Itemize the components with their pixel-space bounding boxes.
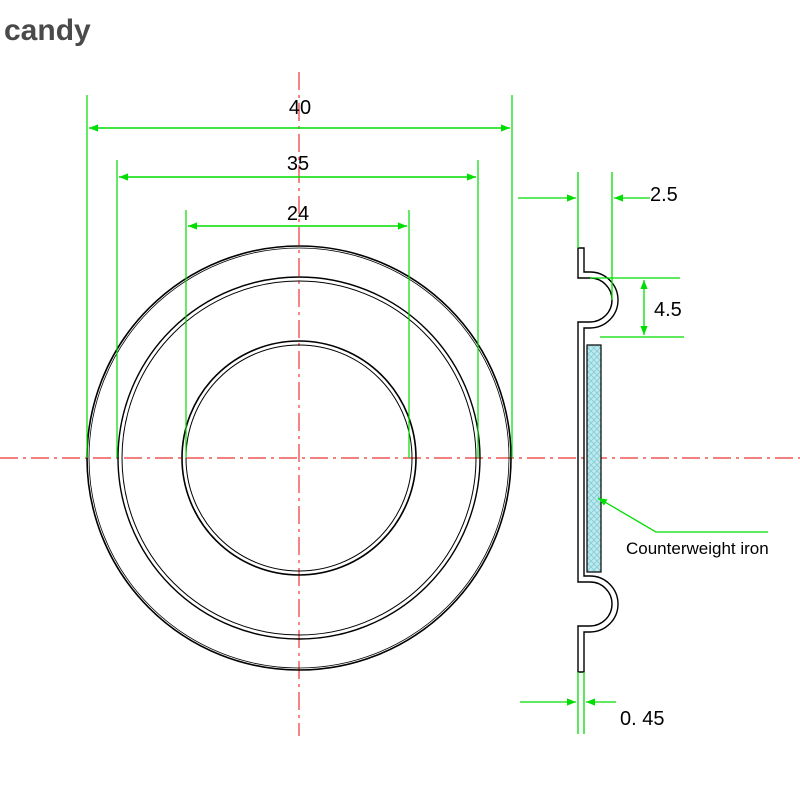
- dim-label-24: 24: [287, 203, 309, 225]
- counterweight-iron: [586, 344, 602, 573]
- counterweight-label: Counterweight iron: [626, 539, 769, 558]
- side-view: [577, 247, 619, 673]
- side-dimensions: [518, 172, 768, 734]
- dim-label-35: 35: [287, 153, 309, 175]
- dim-label-thickness: 0. 45: [620, 708, 664, 730]
- outer-ring-inner-edge: [88, 247, 510, 669]
- surround-profile: [577, 247, 619, 673]
- extension-lines: [86, 95, 513, 458]
- brand-label: candy: [4, 14, 91, 47]
- center-lines: [0, 72, 800, 736]
- middle-ring-inner-edge: [121, 280, 477, 636]
- inner-ring: [181, 340, 417, 576]
- diameter-dimensions: [89, 124, 510, 230]
- dim-label-flange: 2.5: [650, 184, 678, 206]
- dim-label-40: 40: [289, 97, 311, 119]
- dim-label-roll-height: 4.5: [654, 299, 682, 321]
- middle-ring: [117, 276, 481, 640]
